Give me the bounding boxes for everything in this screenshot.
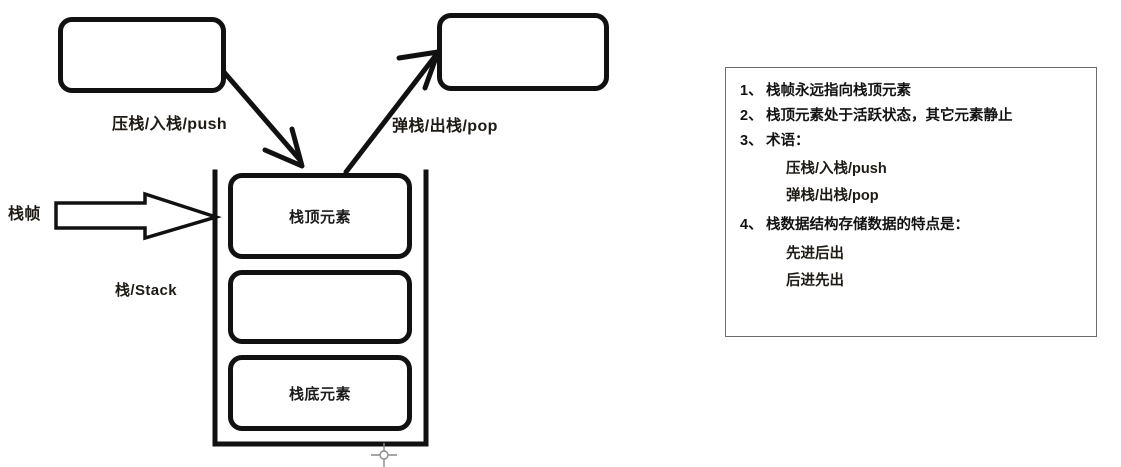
push-arrow-icon [220, 68, 305, 169]
note-item-4: 4、 栈数据结构存储数据的特点是： [740, 216, 1086, 234]
note-item-3-sub-2: 弹栈/出栈/pop [786, 188, 879, 205]
crosshair-anchor-icon [371, 443, 397, 467]
stack-container-label: 栈/Stack [115, 282, 177, 299]
note-item-4-sub-1: 先进后出 [786, 245, 844, 262]
stack-cell-middle[interactable] [228, 270, 412, 344]
note-item-1-number: 1、 [740, 83, 763, 99]
stack-cell-bottom[interactable]: 栈底元素 [228, 355, 412, 431]
push-source-box[interactable] [58, 17, 226, 93]
note-item-2-number: 2、 [740, 108, 763, 125]
frame-pointer-block-arrow-icon [54, 191, 222, 241]
note-item-4-text: 栈数据结构存储数据的特点是： [766, 217, 969, 234]
note-item-3-sub-1: 压栈/入栈/push [786, 161, 887, 178]
push-arrow-label: 压栈/入栈/push [112, 116, 228, 133]
stack-cell-top-label: 栈顶元素 [288, 208, 351, 226]
pop-arrow-label: 弹栈/出栈/pop [392, 118, 498, 135]
stack-cell-bottom-label: 栈底元素 [288, 385, 351, 403]
note-item-2: 2、 栈顶元素处于活跃状态，其它元素静止 [740, 107, 1086, 125]
note-item-1-text: 栈帧永远指向栈顶元素 [766, 83, 911, 99]
note-item-3-number: 3、 [740, 133, 763, 150]
notes-panel: 1、 栈帧永远指向栈顶元素 2、 栈顶元素处于活跃状态，其它元素静止 3、 术语… [725, 67, 1097, 337]
note-item-2-text: 栈顶元素处于活跃状态，其它元素静止 [766, 108, 1013, 125]
stack-frame-label: 栈帧 [8, 206, 41, 223]
note-item-4-sub-2: 后进先出 [786, 272, 844, 289]
stack-cell-top[interactable]: 栈顶元素 [228, 173, 412, 259]
note-item-3: 3、 术语： [740, 132, 1086, 150]
note-item-4-number: 4、 [740, 217, 763, 234]
note-item-1: 1、 栈帧永远指向栈顶元素 [740, 82, 1086, 100]
pop-target-box[interactable] [437, 13, 609, 91]
note-item-3-text: 术语： [766, 133, 810, 150]
